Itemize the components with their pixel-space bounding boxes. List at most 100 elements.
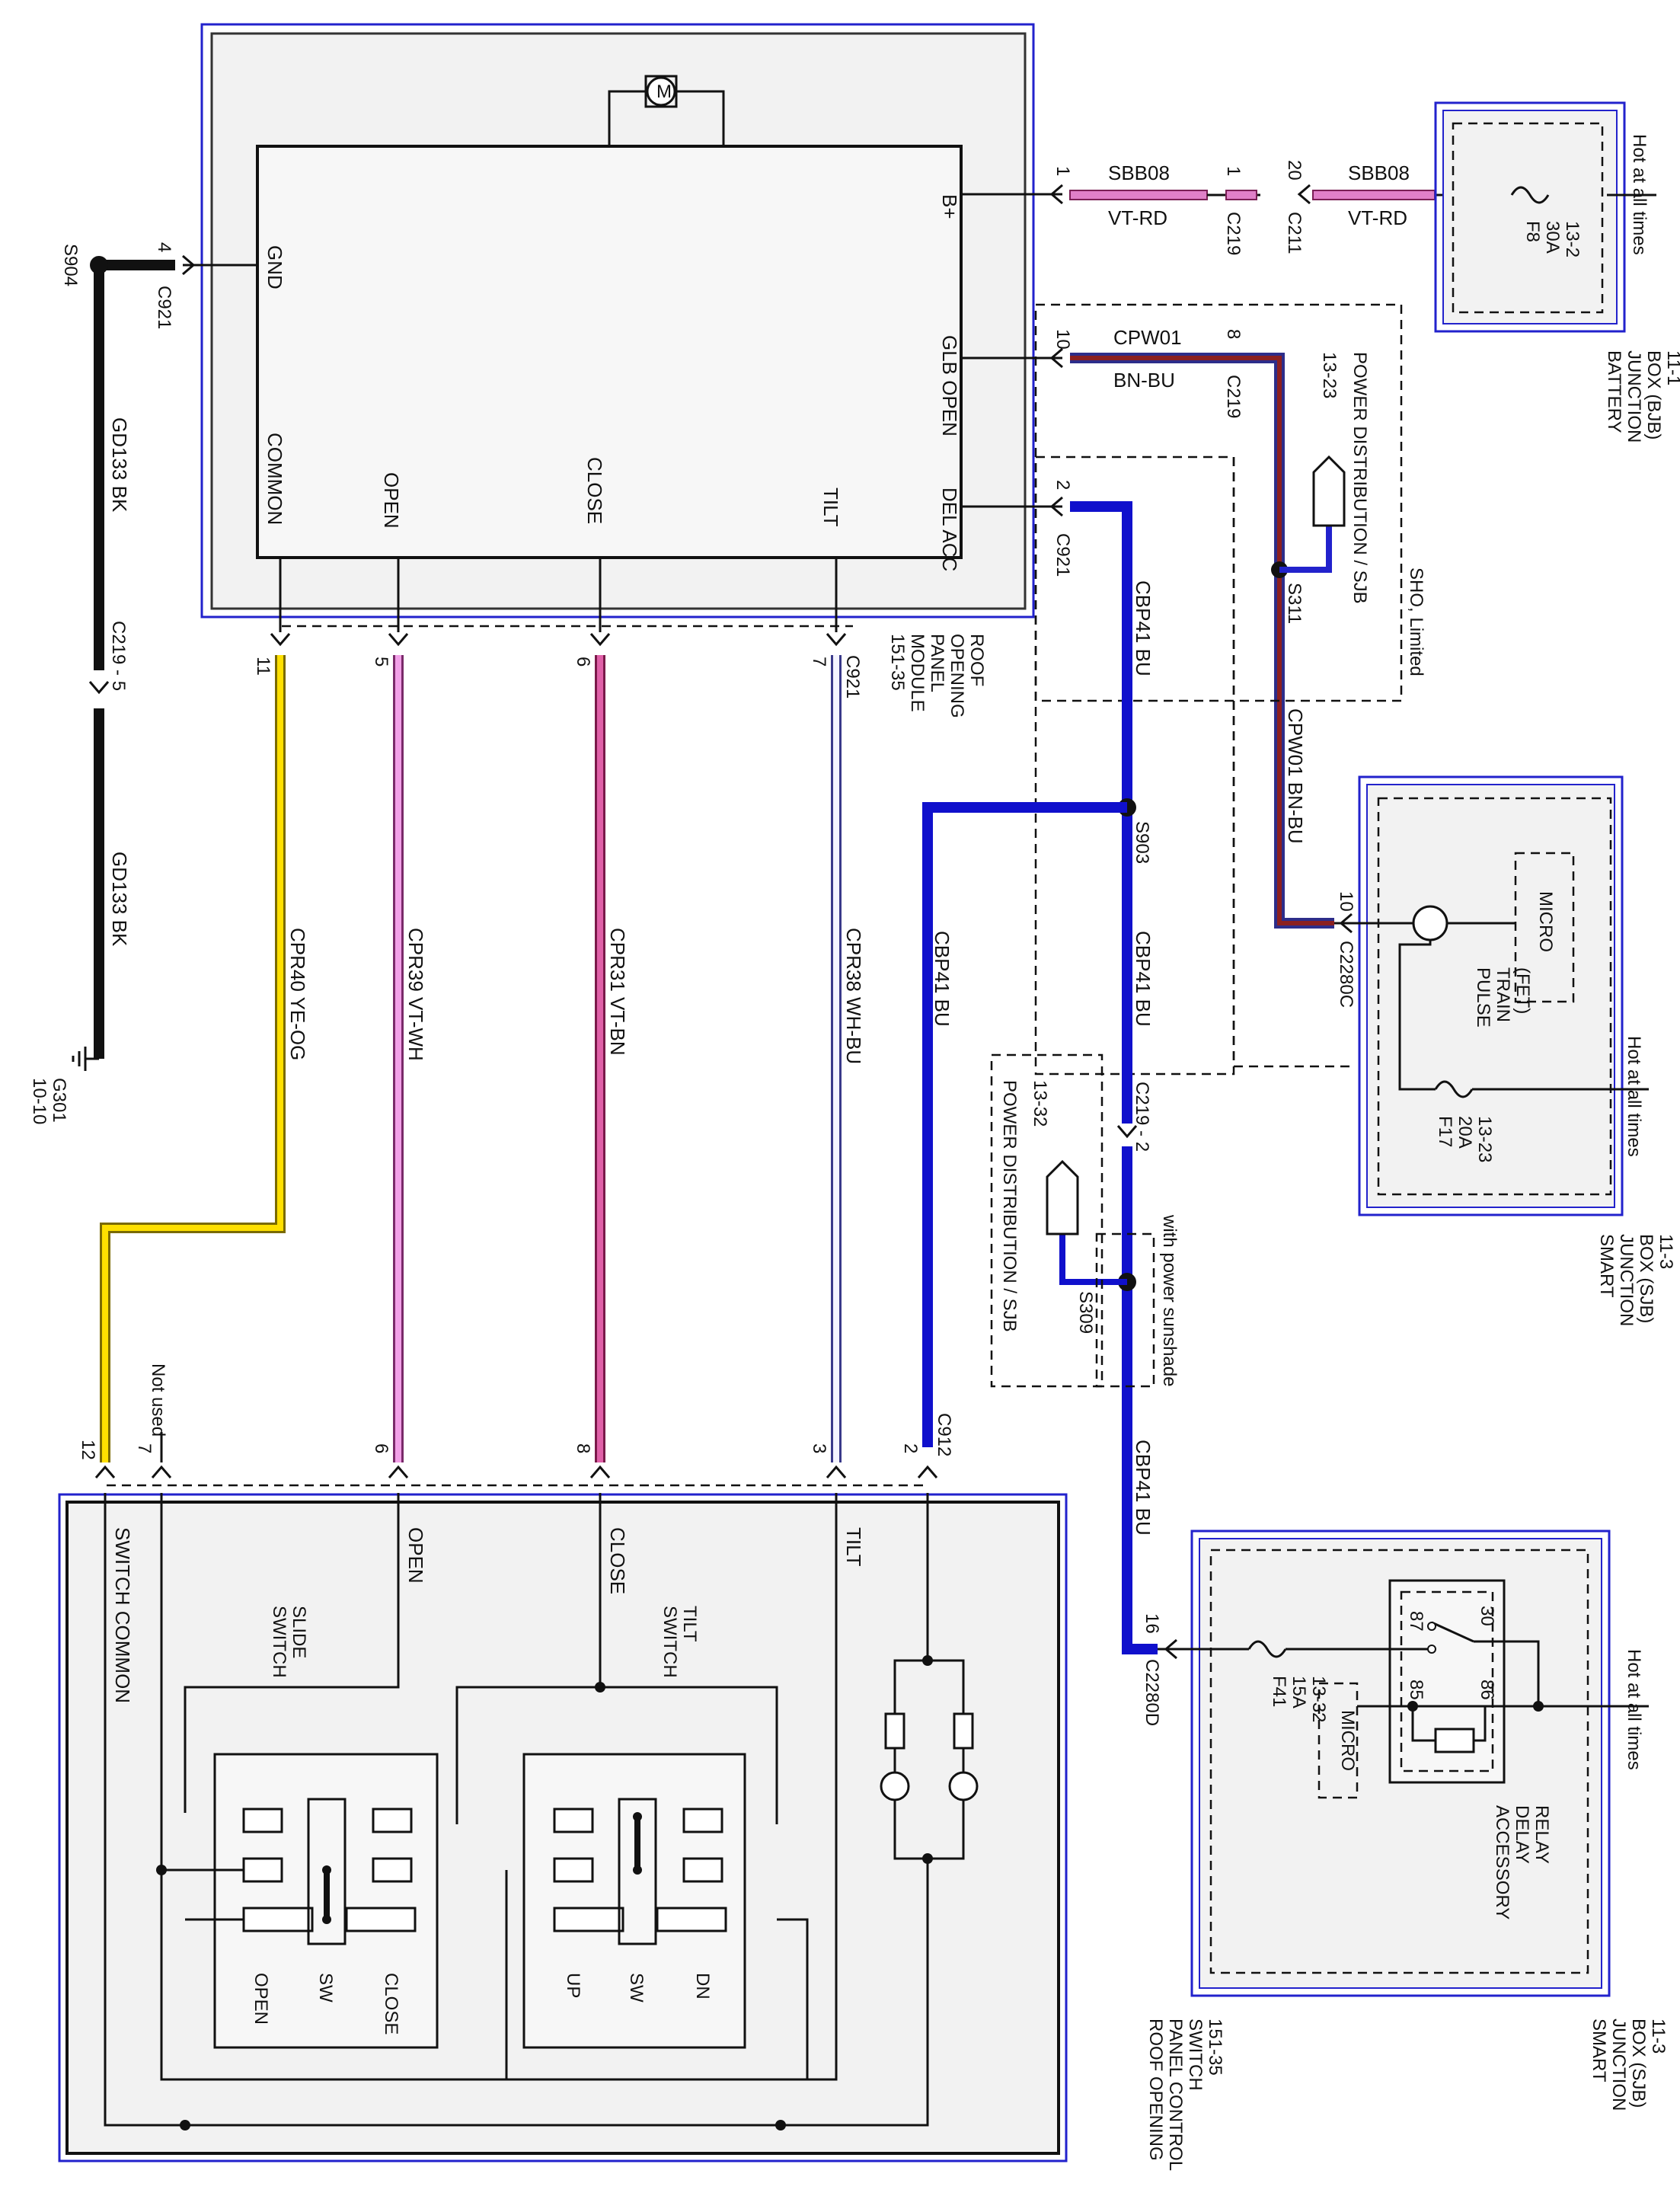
smart-junction-box-2 bbox=[1177, 1530, 1649, 1997]
sjb2-relay-name: ACCESSORYDELAYRELAY bbox=[1492, 1805, 1552, 1920]
pulse-train-fet-icon bbox=[1412, 905, 1448, 941]
pd-sjb-2-ref: 13-32 bbox=[1030, 1080, 1050, 1127]
pd-sjb-2-dash-box bbox=[990, 1053, 1103, 1388]
power-distribution-arrow-2 bbox=[1046, 1159, 1079, 1235]
pin-1a: 1 bbox=[1052, 166, 1073, 176]
tilt-switch[interactable] bbox=[522, 1753, 746, 2049]
pin-16: 16 bbox=[1142, 1613, 1162, 1634]
b-plus-circuit bbox=[961, 184, 1516, 205]
connector-c2280d: C2280D bbox=[1142, 1659, 1162, 1726]
splice-s311-label: S311 bbox=[1284, 583, 1305, 624]
resistor-icon bbox=[953, 1712, 974, 1750]
sjb2-micro: MICRO bbox=[1337, 1710, 1358, 1771]
led-icon bbox=[948, 1771, 979, 1801]
splice-s903-label: S903 bbox=[1132, 821, 1152, 864]
wire-gd133-a: GD133 BK bbox=[108, 417, 131, 513]
pd-sjb-2-label: POWER DISTRIBUTION / SJB bbox=[999, 1080, 1020, 1332]
pin-c912-12: 12 bbox=[78, 1440, 98, 1460]
wire-cpr38: CPR38 WH-BU bbox=[842, 928, 865, 1064]
tilt-switch-name: TILTSWITCH bbox=[660, 1606, 700, 1678]
wire-vt-rd-b: VT-RD bbox=[1348, 206, 1407, 229]
wire-cbp41-bu-2: CBP41 BU bbox=[1132, 931, 1155, 1027]
pin-c912-7: 7 bbox=[134, 1443, 155, 1453]
pin-c912-2: 2 bbox=[900, 1443, 921, 1453]
power-distribution-arrow-1 bbox=[1312, 455, 1346, 527]
led-icon bbox=[880, 1771, 910, 1801]
del-acc-circuit bbox=[922, 496, 1177, 1660]
wire-cbp41-bu-1: CBP41 BU bbox=[1132, 580, 1155, 676]
tilt-switch-contacts bbox=[553, 1798, 727, 1945]
slide-switch-name: SLIDESWITCH bbox=[269, 1606, 309, 1678]
pin-b-plus-label: B+ bbox=[938, 194, 961, 219]
glb-open-circuit bbox=[961, 347, 1353, 934]
tilt-sw-pos: SW bbox=[626, 1973, 647, 2003]
pin-open-label: OPEN bbox=[380, 472, 403, 529]
splice-s904-label: S904 bbox=[60, 244, 81, 286]
wire-cpr40: CPR40 YE-OG bbox=[286, 928, 309, 1060]
wire-sbb08-b: SBB08 bbox=[1348, 161, 1410, 184]
rop-module-name: ROOF OPENING PANEL MODULE 151-35 bbox=[887, 634, 987, 723]
switch-common-label: SWITCH COMMON bbox=[111, 1527, 134, 1703]
wire-cbp41-bu-4: CBP41 BU bbox=[931, 931, 953, 1027]
rop-module-name-l3: PANEL bbox=[927, 634, 947, 692]
pd-sjb-1-label: POWER DISTRIBUTION / SJB bbox=[1349, 352, 1370, 604]
relay-coil-icon bbox=[1434, 1728, 1475, 1753]
switch-close-label: CLOSE bbox=[606, 1527, 629, 1594]
relay-pin-30: 30 bbox=[1477, 1606, 1497, 1626]
fuse-f8-icon bbox=[1510, 186, 1550, 204]
wire-gd133-b: GD133 BK bbox=[108, 852, 131, 947]
slide-switch-contacts bbox=[242, 1798, 417, 1945]
rop-module-name-l4: MODULE bbox=[907, 634, 928, 712]
ground-g301: G30110-10 bbox=[29, 1078, 69, 1124]
connector-c219-8: C219 bbox=[1223, 375, 1244, 418]
pin-c912-8: 8 bbox=[573, 1443, 593, 1453]
svg-text:M: M bbox=[656, 82, 672, 102]
motor-icon: M bbox=[608, 75, 725, 146]
sunshade-dash-box bbox=[1095, 1232, 1155, 1388]
bjb-name: BATTERYJUNCTIONBOX (BJB)11-1 bbox=[1604, 350, 1680, 443]
pin-c921-6: 6 bbox=[573, 657, 593, 666]
sjb2-hot-label: Hot at all times bbox=[1624, 1649, 1644, 1770]
sjb2-fuse-label: F4115A13-32 bbox=[1269, 1676, 1329, 1722]
wire-cpw01: CPW01 bbox=[1113, 326, 1182, 349]
connector-c219-5: C219 - 5 bbox=[108, 621, 129, 691]
pin-c921-7: 7 bbox=[809, 657, 829, 666]
with-sunshade-label: with power sunshade bbox=[1159, 1214, 1180, 1386]
rop-module-name-l5: 151-35 bbox=[887, 634, 908, 691]
switch-name: ROOF OPENINGPANEL CONTROLSWITCH151-35 bbox=[1145, 2019, 1225, 2171]
illumination-leds bbox=[880, 1493, 979, 1864]
pin-4: 4 bbox=[154, 242, 174, 252]
roof-opening-panel-control-switch bbox=[58, 1493, 1068, 2162]
fuse-f41-icon bbox=[1247, 1640, 1287, 1658]
smart-junction-box-1 bbox=[1352, 775, 1649, 1216]
pin-tilt-label: TILT bbox=[819, 487, 842, 527]
connector-c2280c: C2280C bbox=[1336, 941, 1356, 1008]
not-used-label: Not used bbox=[148, 1363, 168, 1437]
slide-close-pos: CLOSE bbox=[381, 1973, 401, 2035]
ground-circuit bbox=[72, 254, 257, 1071]
c912-connector-arrows bbox=[94, 1465, 938, 1478]
sjb1-micro: MICRO bbox=[1535, 891, 1556, 952]
pin-8: 8 bbox=[1223, 329, 1244, 339]
dash-line-1 bbox=[1232, 457, 1356, 1068]
sjb1-pulse: PULSETRAIN(FET) bbox=[1473, 967, 1533, 1028]
connector-c219-2: C219 - 2 bbox=[1132, 1082, 1152, 1152]
slide-open-pos: OPEN bbox=[251, 1973, 271, 2025]
wire-cpw01-bn-bu: CPW01 BN-BU bbox=[1284, 708, 1307, 844]
connector-c921-2: C921 bbox=[1052, 533, 1073, 577]
pin-2: 2 bbox=[1052, 480, 1073, 490]
pd-sjb-1-ref: 13-23 bbox=[1319, 352, 1340, 398]
roof-opening-panel-module: M bbox=[200, 23, 1035, 619]
pin-c921-5: 5 bbox=[371, 657, 391, 666]
rop-module-name-l1: ROOF bbox=[966, 634, 987, 686]
pin-glb-open-label: GLB OPEN bbox=[938, 335, 961, 436]
pin-1b: 1 bbox=[1223, 166, 1244, 176]
sho-limited-label: SHO, Limited bbox=[1406, 567, 1426, 676]
wire-sbb08-a: SBB08 bbox=[1108, 161, 1170, 184]
wire-bn-bu: BN-BU bbox=[1113, 369, 1175, 392]
relay-pin-85: 85 bbox=[1406, 1680, 1426, 1700]
pin-c912-6: 6 bbox=[371, 1443, 391, 1453]
bjb-fuse-label: F830A13-2 bbox=[1522, 221, 1583, 257]
pin-c912-3: 3 bbox=[809, 1443, 829, 1453]
